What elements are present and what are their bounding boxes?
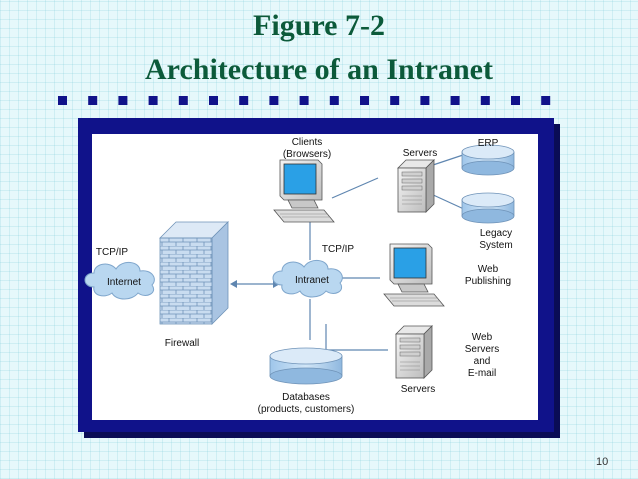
erp-database-icon <box>461 144 515 176</box>
figure-frame: Clients (Browsers) Servers ERP Legacy Sy… <box>78 118 554 432</box>
bullet-square-row <box>58 96 551 105</box>
bullet-square <box>148 96 158 105</box>
tcpip-left-label: TCP/IP <box>96 247 129 258</box>
bullet-square <box>480 96 490 105</box>
bullet-square <box>390 96 400 105</box>
bullet-square <box>541 96 551 105</box>
databases-label: Databases <box>282 392 330 403</box>
bullet-square <box>511 96 520 105</box>
bullet-square <box>299 96 309 105</box>
servers-top-label: Servers <box>403 148 437 159</box>
intranet-architecture-diagram: Clients (Browsers) Servers ERP Legacy Sy… <box>84 134 538 420</box>
page-number: 10 <box>596 456 609 468</box>
clients-label: Clients <box>292 137 323 148</box>
servers-top-icon <box>397 159 435 213</box>
bullet-square <box>118 96 128 105</box>
legacy-label: Legacy <box>480 228 512 239</box>
slide-title-line2: Architecture of an Intranet <box>145 53 493 86</box>
databases-sublabel: (products, customers) <box>258 404 355 415</box>
web-servers-label-1: Web <box>472 332 493 343</box>
bullet-square <box>269 96 279 105</box>
databases-icon <box>269 347 343 385</box>
legacy-sublabel: System <box>479 240 512 251</box>
arrowhead-left <box>230 280 237 288</box>
firewall-icon <box>159 221 229 325</box>
bullet-square <box>178 96 188 105</box>
legacy-system-database-icon <box>461 192 515 224</box>
erp-label: ERP <box>478 138 499 149</box>
bullet-square <box>88 96 98 105</box>
web-publishing-label: Web <box>478 264 499 275</box>
bullet-square <box>360 96 369 105</box>
web-publishing-sublabel: Publishing <box>465 276 511 287</box>
bullet-square <box>58 96 67 105</box>
bullet-square <box>450 96 460 105</box>
web-servers-label-4: E-mail <box>468 368 496 379</box>
web-servers-icon <box>395 325 433 379</box>
network-connection-lines <box>234 153 467 351</box>
tcpip-center-label: TCP/IP <box>322 244 355 255</box>
firewall-label: Firewall <box>165 338 199 349</box>
bullet-square <box>420 96 430 105</box>
bullet-square <box>329 96 339 105</box>
slide-title-line1: Figure 7-2 <box>253 9 385 42</box>
bullet-square <box>239 96 249 105</box>
servers-bottom-label: Servers <box>401 384 435 395</box>
intranet-label: Intranet <box>295 275 329 286</box>
bullet-square <box>209 96 218 105</box>
web-servers-label-2: Servers <box>465 344 499 355</box>
clients-sublabel: (Browsers) <box>283 149 331 160</box>
web-servers-label-3: and <box>474 356 491 367</box>
internet-label: Internet <box>107 277 141 288</box>
